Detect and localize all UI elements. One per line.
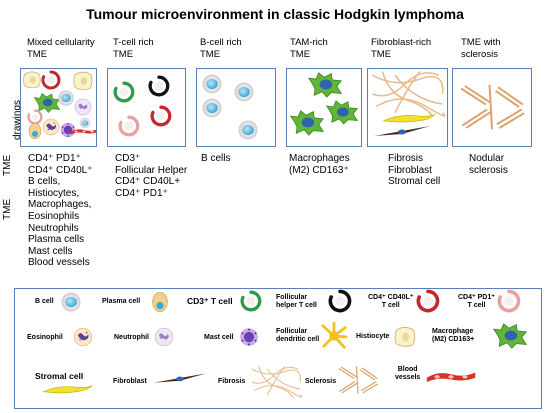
fibroblast-icon <box>153 373 207 383</box>
legend-label-eosinophil: Eosinophil <box>27 334 63 341</box>
legend-label-fibroblast: Fibroblast <box>113 378 147 385</box>
cd40l-t-cell-icon <box>416 289 440 313</box>
legend-label-sclerosis: Sclerosis <box>305 378 337 385</box>
side-label-tme-drawings-text: TME <box>2 154 13 176</box>
legend-label-macrophage: Macrophage (M2) CD163+ <box>432 328 475 344</box>
col-header-tam: TAM-rich TME <box>290 37 328 60</box>
legend-label-fibrosis: Fibrosis <box>218 378 246 385</box>
col-header-sclerosis: TME with sclerosis <box>461 37 501 60</box>
panel-tam-rich <box>286 68 362 147</box>
blood-vessels-icon <box>426 372 476 383</box>
page-title: Tumour microenvironment in classic Hodgk… <box>86 6 464 22</box>
panel-tcell-rich <box>107 68 186 147</box>
legend-label-b-cell: B cell <box>35 298 54 305</box>
col-cells-sclerosis: Nodular sclerosis <box>469 153 508 176</box>
col-cells-mixed: CD4⁺ PD1⁺ CD4⁺ CD40L⁺ B cells, Histiocyt… <box>28 153 93 269</box>
plasma-cell-icon <box>152 292 168 312</box>
col-cells-tam: Macrophages (M2) CD163⁺ <box>289 153 350 176</box>
follicular-helper-t-cell-icon <box>328 289 352 313</box>
legend-label-neutrophil: Neutrophil <box>114 334 149 341</box>
legend-label-histiocyte: Histiocyte <box>356 333 390 340</box>
panel-fibroblast-rich <box>367 68 448 147</box>
side-label-tme-drawings: TME <box>2 155 13 176</box>
legend <box>14 288 542 409</box>
col-cells-fibroblast: Fibrosis Fibroblast Stromal cell <box>388 153 441 188</box>
legend-label-mast-cell: Mast cell <box>204 334 234 341</box>
legend-label-stromal-cell: Stromal cell <box>35 371 84 381</box>
mixed-cellularity-drawing <box>23 70 96 140</box>
neutrophil-icon <box>154 327 174 347</box>
sclerosis-icon <box>338 365 379 395</box>
bcell-rich-drawing <box>202 74 258 140</box>
cd3-t-cell-icon <box>240 290 262 312</box>
b-cell-icon <box>61 292 81 312</box>
legend-label-plasma-cell: Plasma cell <box>102 298 141 305</box>
stromal-cell-icon <box>43 385 93 394</box>
legend-label-pd1: CD4⁺ PD1⁺ T cell <box>458 294 495 310</box>
legend-label-cd40l: CD4⁺ CD40L⁺ T cell <box>368 294 414 310</box>
fibroblast-rich-drawing <box>371 70 446 136</box>
legend-label-follicular-dendritic: Follicular dendritic cell <box>276 328 320 344</box>
follicular-dendritic-cell-icon <box>321 322 348 349</box>
tcell-rich-drawing <box>113 75 172 137</box>
pd1-t-cell-icon <box>497 289 521 313</box>
panel-mixed-cellularity <box>20 68 97 147</box>
sclerosis-drawing <box>459 83 526 131</box>
panel-bcell-rich <box>196 68 276 147</box>
col-header-mixed: Mixed cellularity TME <box>27 37 95 60</box>
eosinophil-icon <box>73 327 93 347</box>
col-header-tcell: T-cell rich TME <box>113 37 154 60</box>
col-cells-tcell: CD3⁺ Follicular Helper CD4⁺ CD40L+ CD4⁺ … <box>115 153 188 199</box>
macrophage-icon <box>493 323 527 349</box>
histiocyte-icon <box>394 327 416 347</box>
side-label-tme: TME <box>2 198 13 220</box>
legend-label-follicular-helper: Follicular helper T cell <box>276 294 317 310</box>
col-header-fibroblast: Fibroblast-rich TME <box>371 37 432 60</box>
fibrosis-icon <box>251 365 302 399</box>
panel-sclerosis <box>452 68 532 147</box>
legend-label-blood-vessels: Blood vessels <box>395 366 421 382</box>
col-cells-bcell: B cells <box>201 153 231 164</box>
mast-cell-icon <box>240 328 258 346</box>
col-header-bcell: B-cell rich TME <box>200 37 242 60</box>
tam-rich-drawing <box>290 72 358 136</box>
legend-label-cd3-t-cell: CD3⁺ T cell <box>187 296 233 306</box>
